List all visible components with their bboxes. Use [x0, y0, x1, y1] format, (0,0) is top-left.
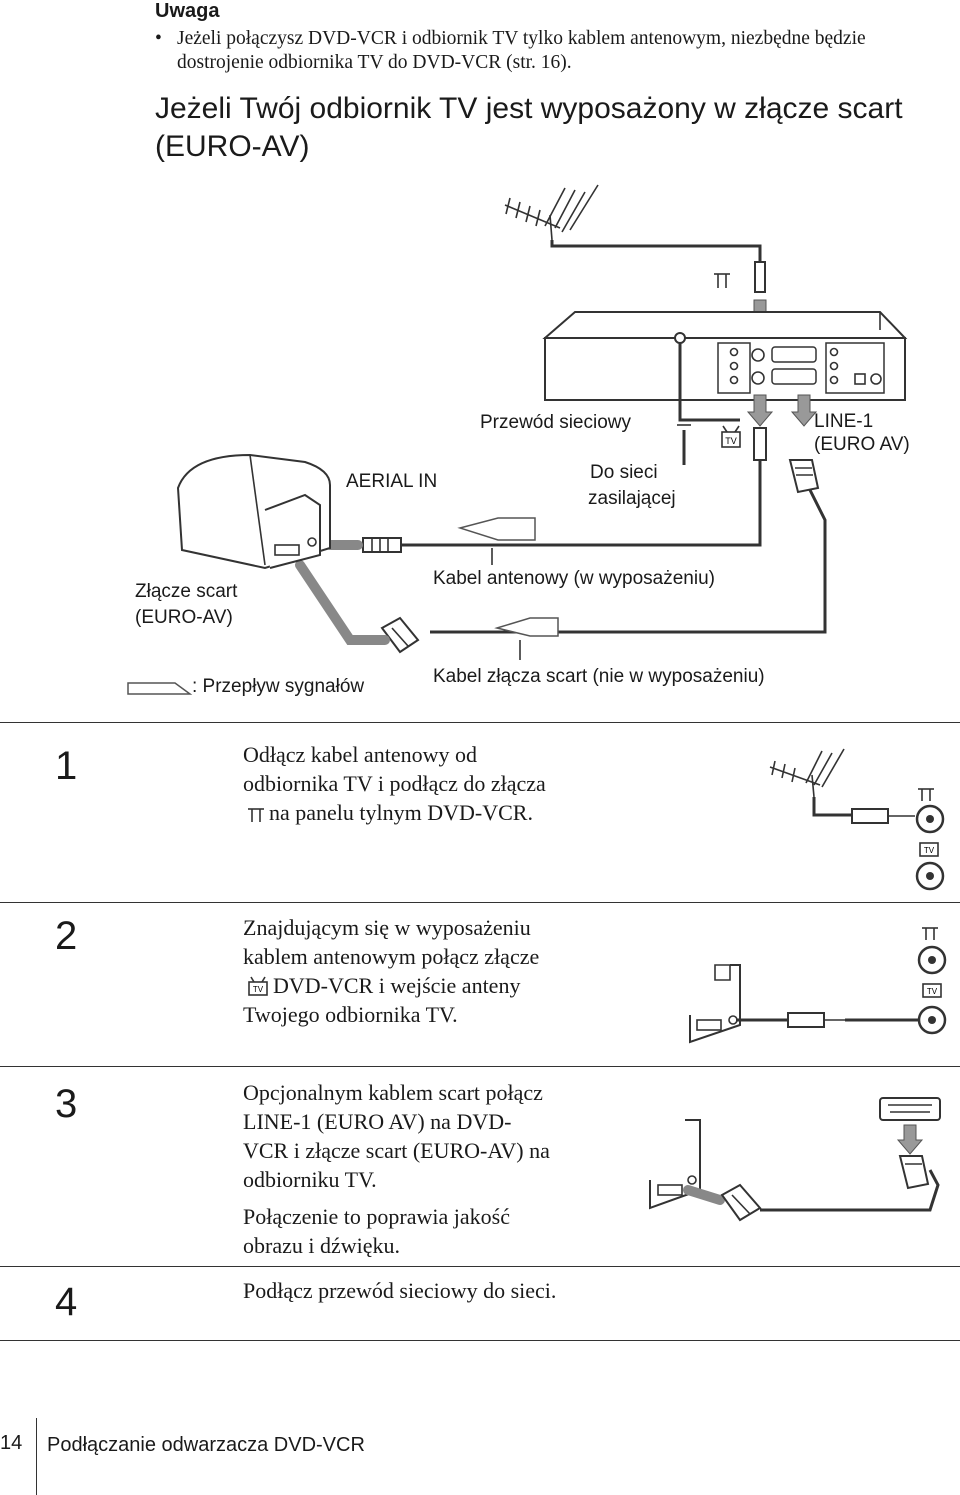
- page-number: 14: [0, 1432, 23, 1454]
- scart-plug-tv-icon: [380, 616, 420, 654]
- signal-flow-arrow-icon: [127, 517, 559, 695]
- note-bullet: • Jeżeli połączysz DVD-VCR i odbiornik T…: [155, 27, 915, 75]
- step-divider: [0, 1266, 960, 1267]
- dvd-vcr-rear-panel: [542, 311, 908, 401]
- footer-divider: [36, 1418, 37, 1495]
- step-line: LINE-1 (EURO AV) na DVD-: [243, 1109, 512, 1134]
- step-line-with-icon: na panelu tylnym DVD-VCR.: [243, 798, 638, 827]
- step-2-text: Znajdującym się w wyposażeniu kablem ant…: [243, 913, 638, 1029]
- step-2-illustration: TV: [689, 927, 947, 1044]
- note-heading: Uwaga: [155, 0, 220, 22]
- tv-port-symbol-icon: TV: [721, 425, 741, 448]
- svg-text:TV: TV: [927, 987, 938, 996]
- tv-rear-icon: [176, 453, 331, 570]
- step-line: odbiorniku TV.: [243, 1167, 377, 1192]
- label-mains: Do sieci: [590, 462, 658, 483]
- note-text: Jeżeli połączysz DVD-VCR i odbiornik TV …: [177, 28, 866, 73]
- label-scart-tv: Złącze scart: [135, 581, 238, 602]
- step-line: Znajdującym się w wyposażeniu: [243, 915, 531, 940]
- step-3-illustration: [649, 1097, 941, 1222]
- step-line: Podłącz przewód sieciowy do sieci.: [243, 1278, 557, 1303]
- svg-text:TV: TV: [253, 985, 264, 994]
- svg-text:TV: TV: [725, 436, 737, 446]
- step-divider: [0, 902, 960, 903]
- scart-plug-icon: [720, 1183, 762, 1222]
- step-line: VCR i złącze scart (EURO-AV) na: [243, 1138, 550, 1163]
- step-line: Odłącz kabel antenowy od: [243, 742, 477, 767]
- step-line: obrazu i dźwięku.: [243, 1233, 400, 1258]
- label-signal-flow: : Przepływ sygnałów: [192, 676, 365, 697]
- svg-text:TV: TV: [924, 846, 935, 855]
- step-line-with-icon: TV DVD-VCR i wejście anteny: [243, 971, 638, 1000]
- step-3-text: Opcjonalnym kablem scart połącz LINE-1 (…: [243, 1078, 638, 1260]
- step-divider: [0, 722, 960, 723]
- label-power-cord: Przewód sieciowy: [480, 412, 631, 433]
- step-1-illustration: TV: [769, 748, 945, 891]
- step-number: 4: [55, 1280, 78, 1324]
- label-mains-2: zasilającej: [588, 488, 676, 509]
- label-aerial-cable: Kabel antenowy (w wyposażeniu): [433, 568, 715, 589]
- step-number: 2: [55, 914, 78, 958]
- step-number: 3: [55, 1082, 78, 1126]
- connection-diagram: TV: [127, 184, 908, 695]
- step-line: Opcjonalnym kablem scart połącz: [243, 1080, 543, 1105]
- step-line: odbiornika TV i podłącz do złącza: [243, 771, 546, 796]
- label-line1: LINE-1: [814, 411, 874, 432]
- chapter-title: Podłączanie odwarzacza DVD-VCR: [47, 1434, 365, 1456]
- scart-socket-icon: [879, 1097, 941, 1121]
- scart-plug-icon: [898, 1155, 930, 1190]
- tv-port-symbol-icon: TV: [248, 976, 268, 996]
- scart-plug-icon: [788, 459, 820, 494]
- section-title: Jeżeli Twój odbiornik TV jest wyposażony…: [155, 92, 903, 163]
- step-divider: [0, 1340, 960, 1341]
- step-line: na panelu tylnym DVD-VCR.: [269, 800, 533, 825]
- aerial-symbol-icon: [248, 808, 264, 822]
- step-4-text: Podłącz przewód sieciowy do sieci.: [243, 1276, 638, 1305]
- aerial-in-symbol-icon: [714, 273, 730, 288]
- label-line1-euro: (EURO AV): [814, 434, 910, 455]
- step-divider: [0, 1066, 960, 1067]
- label-aerial-in: AERIAL IN: [346, 471, 438, 492]
- antenna-icon: [504, 184, 599, 241]
- step-line: Twojego odbiornika TV.: [243, 1002, 458, 1027]
- step-line: Połączenie to poprawia jakość: [243, 1204, 510, 1229]
- step-line: DVD-VCR i wejście anteny: [273, 973, 521, 998]
- step-number: 1: [55, 744, 78, 788]
- label-scart-tv-2: (EURO-AV): [135, 607, 233, 628]
- step-line: kablem antenowym połącz złącze: [243, 944, 540, 969]
- bullet-symbol: •: [155, 28, 162, 49]
- step-1-text: Odłącz kabel antenowy od odbiornika TV i…: [243, 740, 638, 827]
- label-scart-cable: Kabel złącza scart (nie w wyposażeniu): [433, 666, 765, 687]
